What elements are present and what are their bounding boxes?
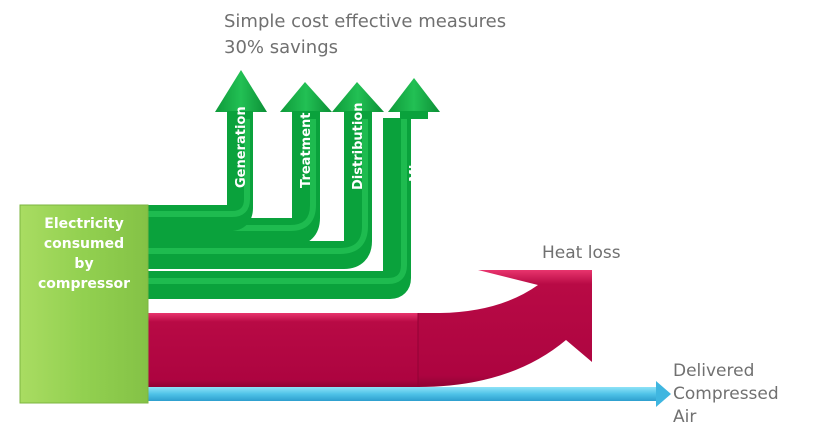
flow-treatment-neck — [292, 111, 320, 119]
title-line-2: 30% savings — [224, 37, 338, 58]
flow-treatment-band-highlight — [148, 118, 316, 231]
delivered-arrowhead — [656, 381, 671, 407]
source-label-line-2: consumed — [44, 236, 124, 252]
heat-loss-label: Heat loss — [542, 243, 621, 263]
flow-distribution-band-highlight — [148, 118, 368, 254]
delivered-label-line-2: Compressed — [673, 384, 779, 404]
heat-loss-band — [148, 313, 420, 387]
flow-generation-arrowhead — [215, 70, 267, 112]
savings-flows: Generation Treatment Distribution Misuse — [148, 70, 440, 299]
flow-misuse-neck — [400, 111, 428, 119]
flow-label-treatment: Treatment — [299, 113, 314, 189]
flow-heat-loss: Heat loss — [148, 243, 621, 387]
flow-label-generation: Generation — [234, 106, 249, 188]
source-box-fill — [20, 205, 148, 403]
delivered-label-line-1: Delivered — [673, 361, 754, 381]
flow-label-misuse: Misuse — [408, 131, 423, 182]
flow-misuse-band-highlight — [148, 118, 407, 284]
flow-generation — [148, 70, 267, 231]
source-box-border — [19, 204, 149, 404]
source-box: Electricity consumed by compressor — [19, 204, 149, 404]
flow-distribution-neck — [344, 111, 372, 119]
flow-generation-neck — [227, 111, 253, 119]
flow-generation-band — [148, 118, 253, 231]
flow-distribution — [148, 82, 384, 269]
source-label-line-4: compressor — [38, 276, 130, 292]
delivered-label-line-3: Air — [673, 407, 696, 427]
flow-label-distribution: Distribution — [351, 103, 366, 190]
flow-delivered-air: Delivered Compressed Air — [148, 361, 779, 427]
source-label-line-3: by — [74, 256, 93, 272]
flow-distribution-arrowhead — [332, 82, 384, 112]
delivered-band — [148, 387, 658, 401]
flow-misuse-arrowhead — [388, 78, 440, 112]
flow-treatment — [148, 82, 332, 246]
title-line-1: Simple cost effective measures — [224, 11, 506, 32]
flow-generation-band-highlight — [148, 118, 250, 217]
heat-loss-curved-arrow — [418, 270, 592, 387]
flow-misuse — [148, 78, 440, 299]
flow-treatment-arrowhead — [280, 82, 332, 112]
source-label-line-1: Electricity — [44, 216, 123, 232]
